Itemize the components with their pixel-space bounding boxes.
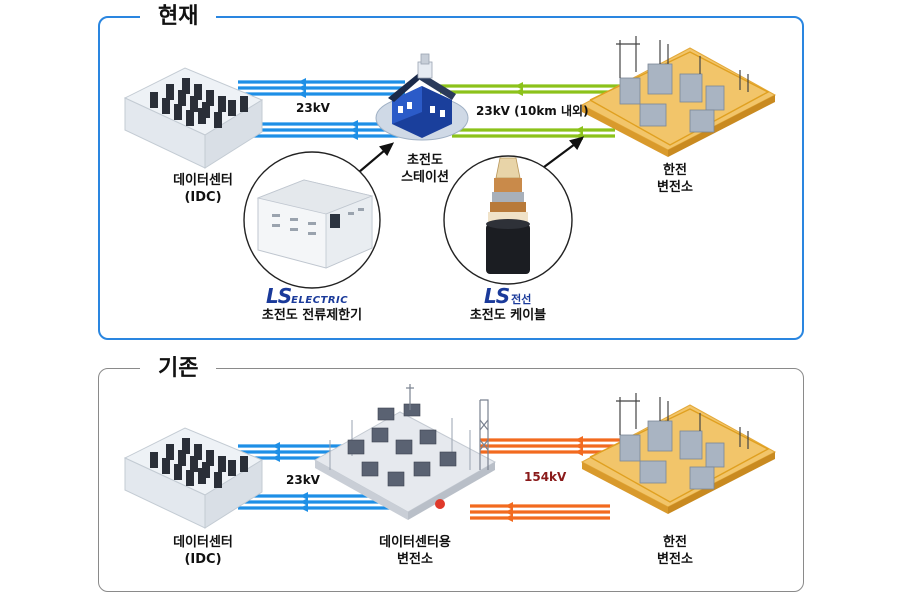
datacenter-substation <box>313 384 497 520</box>
top-green-lines <box>440 82 620 140</box>
fault-current-limiter-label: 초전도 전류제한기 <box>261 308 363 323</box>
current-voltage-right: 23kV (10km 내외) <box>476 104 589 118</box>
bottom-idc-server-room <box>123 427 264 529</box>
legacy-idc-label: 데이터센터 (IDC) <box>173 535 233 567</box>
warning-icon <box>435 499 445 509</box>
current-title: 현재 <box>140 4 217 30</box>
superconducting-cable-circle <box>443 155 573 285</box>
top-kepco-substation <box>580 36 777 157</box>
current-idc-label: 데이터센터 (IDC) <box>173 173 233 205</box>
bottom-kepco-substation <box>580 393 777 514</box>
legacy-title: 기존 <box>140 356 217 382</box>
superconducting-cable-label: 초전도 케이블 <box>469 308 547 323</box>
superconducting-station <box>375 53 469 141</box>
legacy-substation-label: 한전 변전소 <box>657 535 693 567</box>
legacy-dc-substation-label: 데이터센터용 변전소 <box>379 535 451 567</box>
legacy-voltage-left: 23kV <box>286 473 320 487</box>
arrow-left-icon <box>515 82 523 90</box>
top-blue-lines <box>238 78 405 140</box>
current-station-label: 초전도 스테이션 <box>401 153 449 185</box>
current-voltage-left: 23kV <box>296 101 330 115</box>
arrow-left-icon <box>272 442 280 450</box>
top-idc-server-room <box>123 67 264 169</box>
current-substation-label: 한전 변전소 <box>657 163 693 195</box>
arrow-left-icon <box>298 78 306 86</box>
arrow-left-icon <box>575 436 583 444</box>
fault-current-limiter-circle <box>243 151 381 289</box>
legacy-voltage-right: 154kV <box>524 470 567 484</box>
ls-electric-logo: LSELECTRIC <box>266 284 349 308</box>
